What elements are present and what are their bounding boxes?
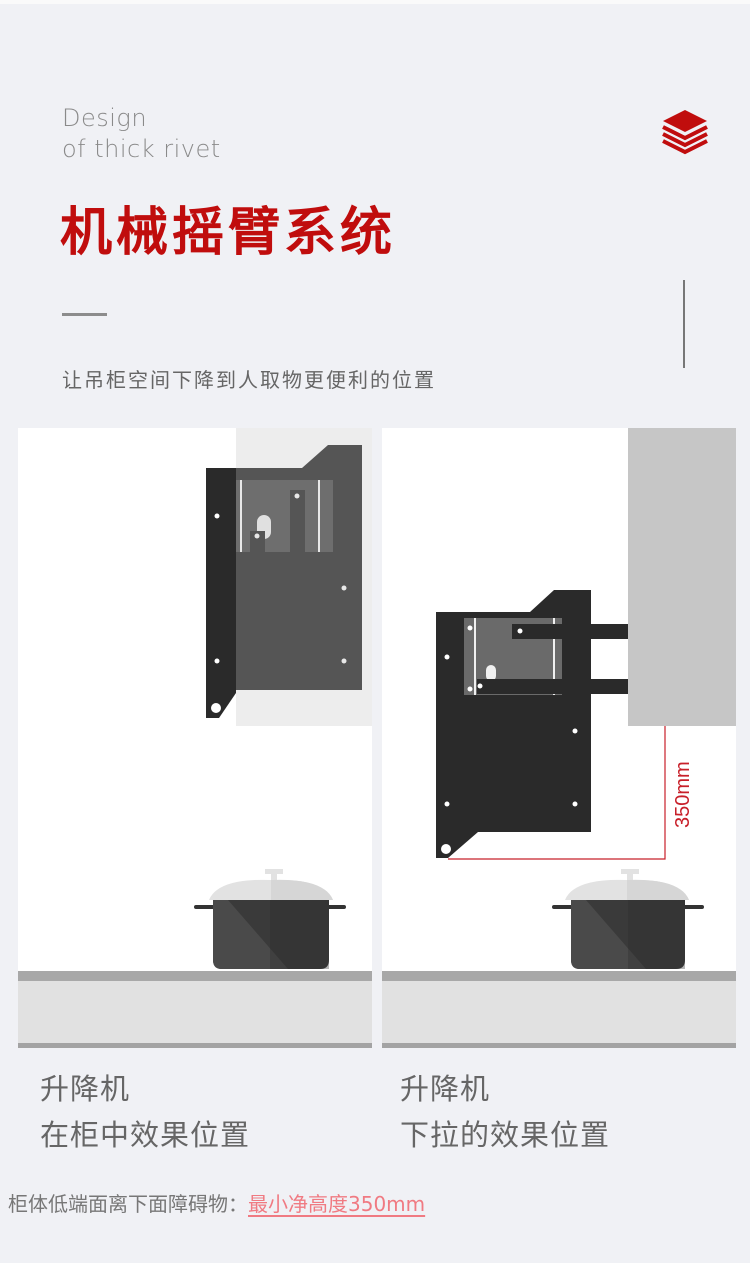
lift-in-cabinet-illustration [194,428,372,969]
title-divider [62,313,107,316]
countertop [382,981,736,1043]
english-subtitle: Design of thick rivet [62,103,221,165]
footnote: 柜体低端面离下面障碍物：最小净高度350mm [8,1190,425,1218]
caption-pulled-down: 升降机 下拉的效果位置 [400,1066,610,1158]
pot-icon [194,869,346,969]
caption-line-2: 在柜中效果位置 [40,1118,251,1152]
lift-pulled-down-illustration: 350mm [436,428,736,969]
caption-in-cabinet: 升降机 在柜中效果位置 [40,1066,250,1158]
dimension-label: 350mm [672,761,694,828]
pot-icon [552,869,704,969]
countertop-base [382,1043,736,1048]
illustration-pulled-down: 350mm [382,428,736,1048]
countertop-edge [382,971,736,981]
countertop-base [18,1043,372,1048]
caption-line-1: 升降机 [40,1072,131,1106]
caption-line-2: 下拉的效果位置 [400,1118,611,1152]
vertical-divider [683,280,685,368]
subtitle-line-2: of thick rivet [62,135,221,163]
countertop-edge [18,971,372,981]
footnote-label: 柜体低端面离下面障碍物： [8,1192,248,1216]
top-strip [0,0,750,4]
countertop [18,981,372,1043]
footnote-highlight: 最小净高度350mm [248,1192,426,1216]
caption-line-1: 升降机 [400,1072,491,1106]
description: 让吊柜空间下降到人取物更便利的位置 [62,368,436,392]
layers-icon [660,108,710,156]
page-title: 机械摇臂系统 [60,203,397,263]
illustration-in-cabinet [18,428,372,1048]
subtitle-line-1: Design [62,104,148,132]
